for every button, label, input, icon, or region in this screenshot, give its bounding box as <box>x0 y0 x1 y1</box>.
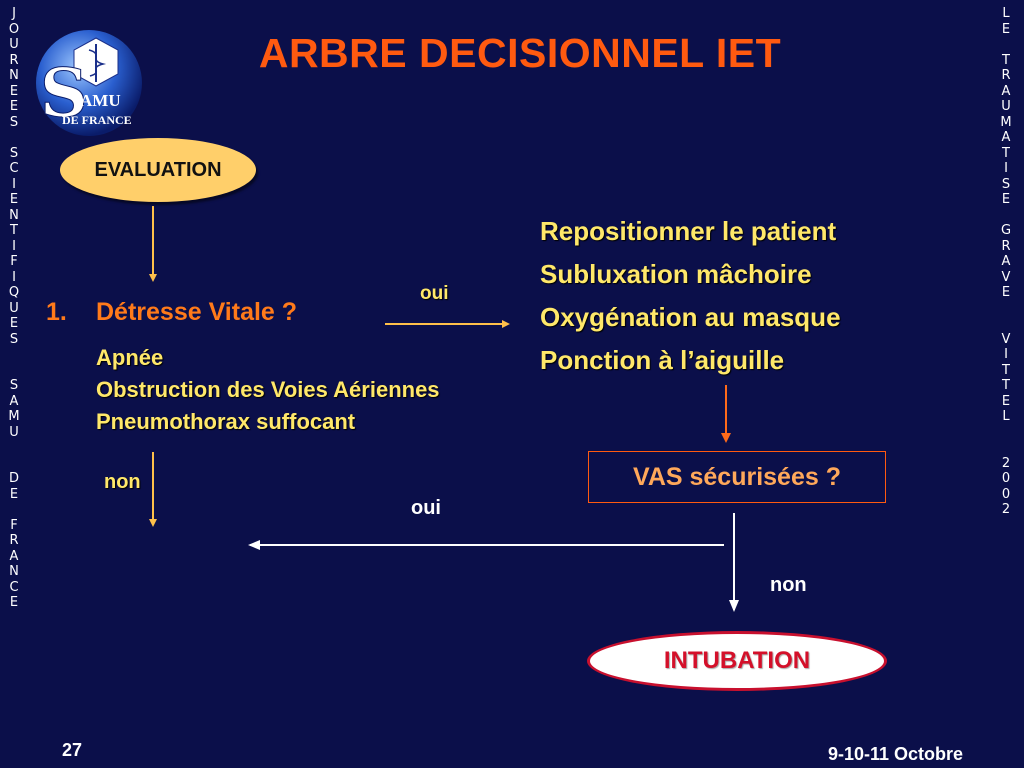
side-text-right: L E T R A U M A T I S E G R A V E V I T … <box>1000 6 1012 517</box>
cause-item: Pneumothorax suffocant <box>96 409 356 434</box>
action-item: Oxygénation au masque <box>540 302 841 332</box>
cause-item: Apnée <box>96 345 164 370</box>
svg-text:S: S <box>40 54 88 132</box>
intubation-node: INTUBATION <box>587 631 887 691</box>
vas-label: VAS sécurisées ? <box>633 462 841 491</box>
evaluation-label: EVALUATION <box>94 158 222 181</box>
evaluation-node: EVALUATION <box>60 138 256 202</box>
vas-question-box: VAS sécurisées ? <box>588 451 886 503</box>
action-item: Ponction à l’aiguille <box>540 345 785 375</box>
causes-list: Apnée Obstruction des Voies Aériennes Pn… <box>96 342 440 438</box>
slide-title: ARBRE DECISIONNEL IET <box>258 30 782 76</box>
action-item: Repositionner le patient <box>540 216 837 246</box>
detresse-label: Détresse Vitale ? <box>96 298 298 326</box>
footer-date: 9-10-11 Octobre <box>828 744 964 764</box>
samu-logo: S AMU DE FRANCE <box>34 28 144 138</box>
non-label-right: non <box>770 574 807 596</box>
svg-text:DE FRANCE: DE FRANCE <box>62 113 132 127</box>
oui-label-mid: oui <box>411 497 441 519</box>
cause-item: Obstruction des Voies Aériennes <box>96 377 440 402</box>
side-text-left: J O U R N E E S S C I E N T I F I Q U E … <box>8 6 20 610</box>
page-number: 27 <box>62 740 83 760</box>
oui-label-top: oui <box>420 283 449 304</box>
action-item: Subluxation mâchoire <box>540 259 812 289</box>
svg-text:AMU: AMU <box>80 91 121 110</box>
intubation-label: INTUBATION <box>663 647 811 674</box>
non-label-left: non <box>104 471 141 493</box>
detresse-number: 1. <box>46 298 67 326</box>
actions-list: Repositionner le patient Subluxation mâc… <box>540 210 841 382</box>
